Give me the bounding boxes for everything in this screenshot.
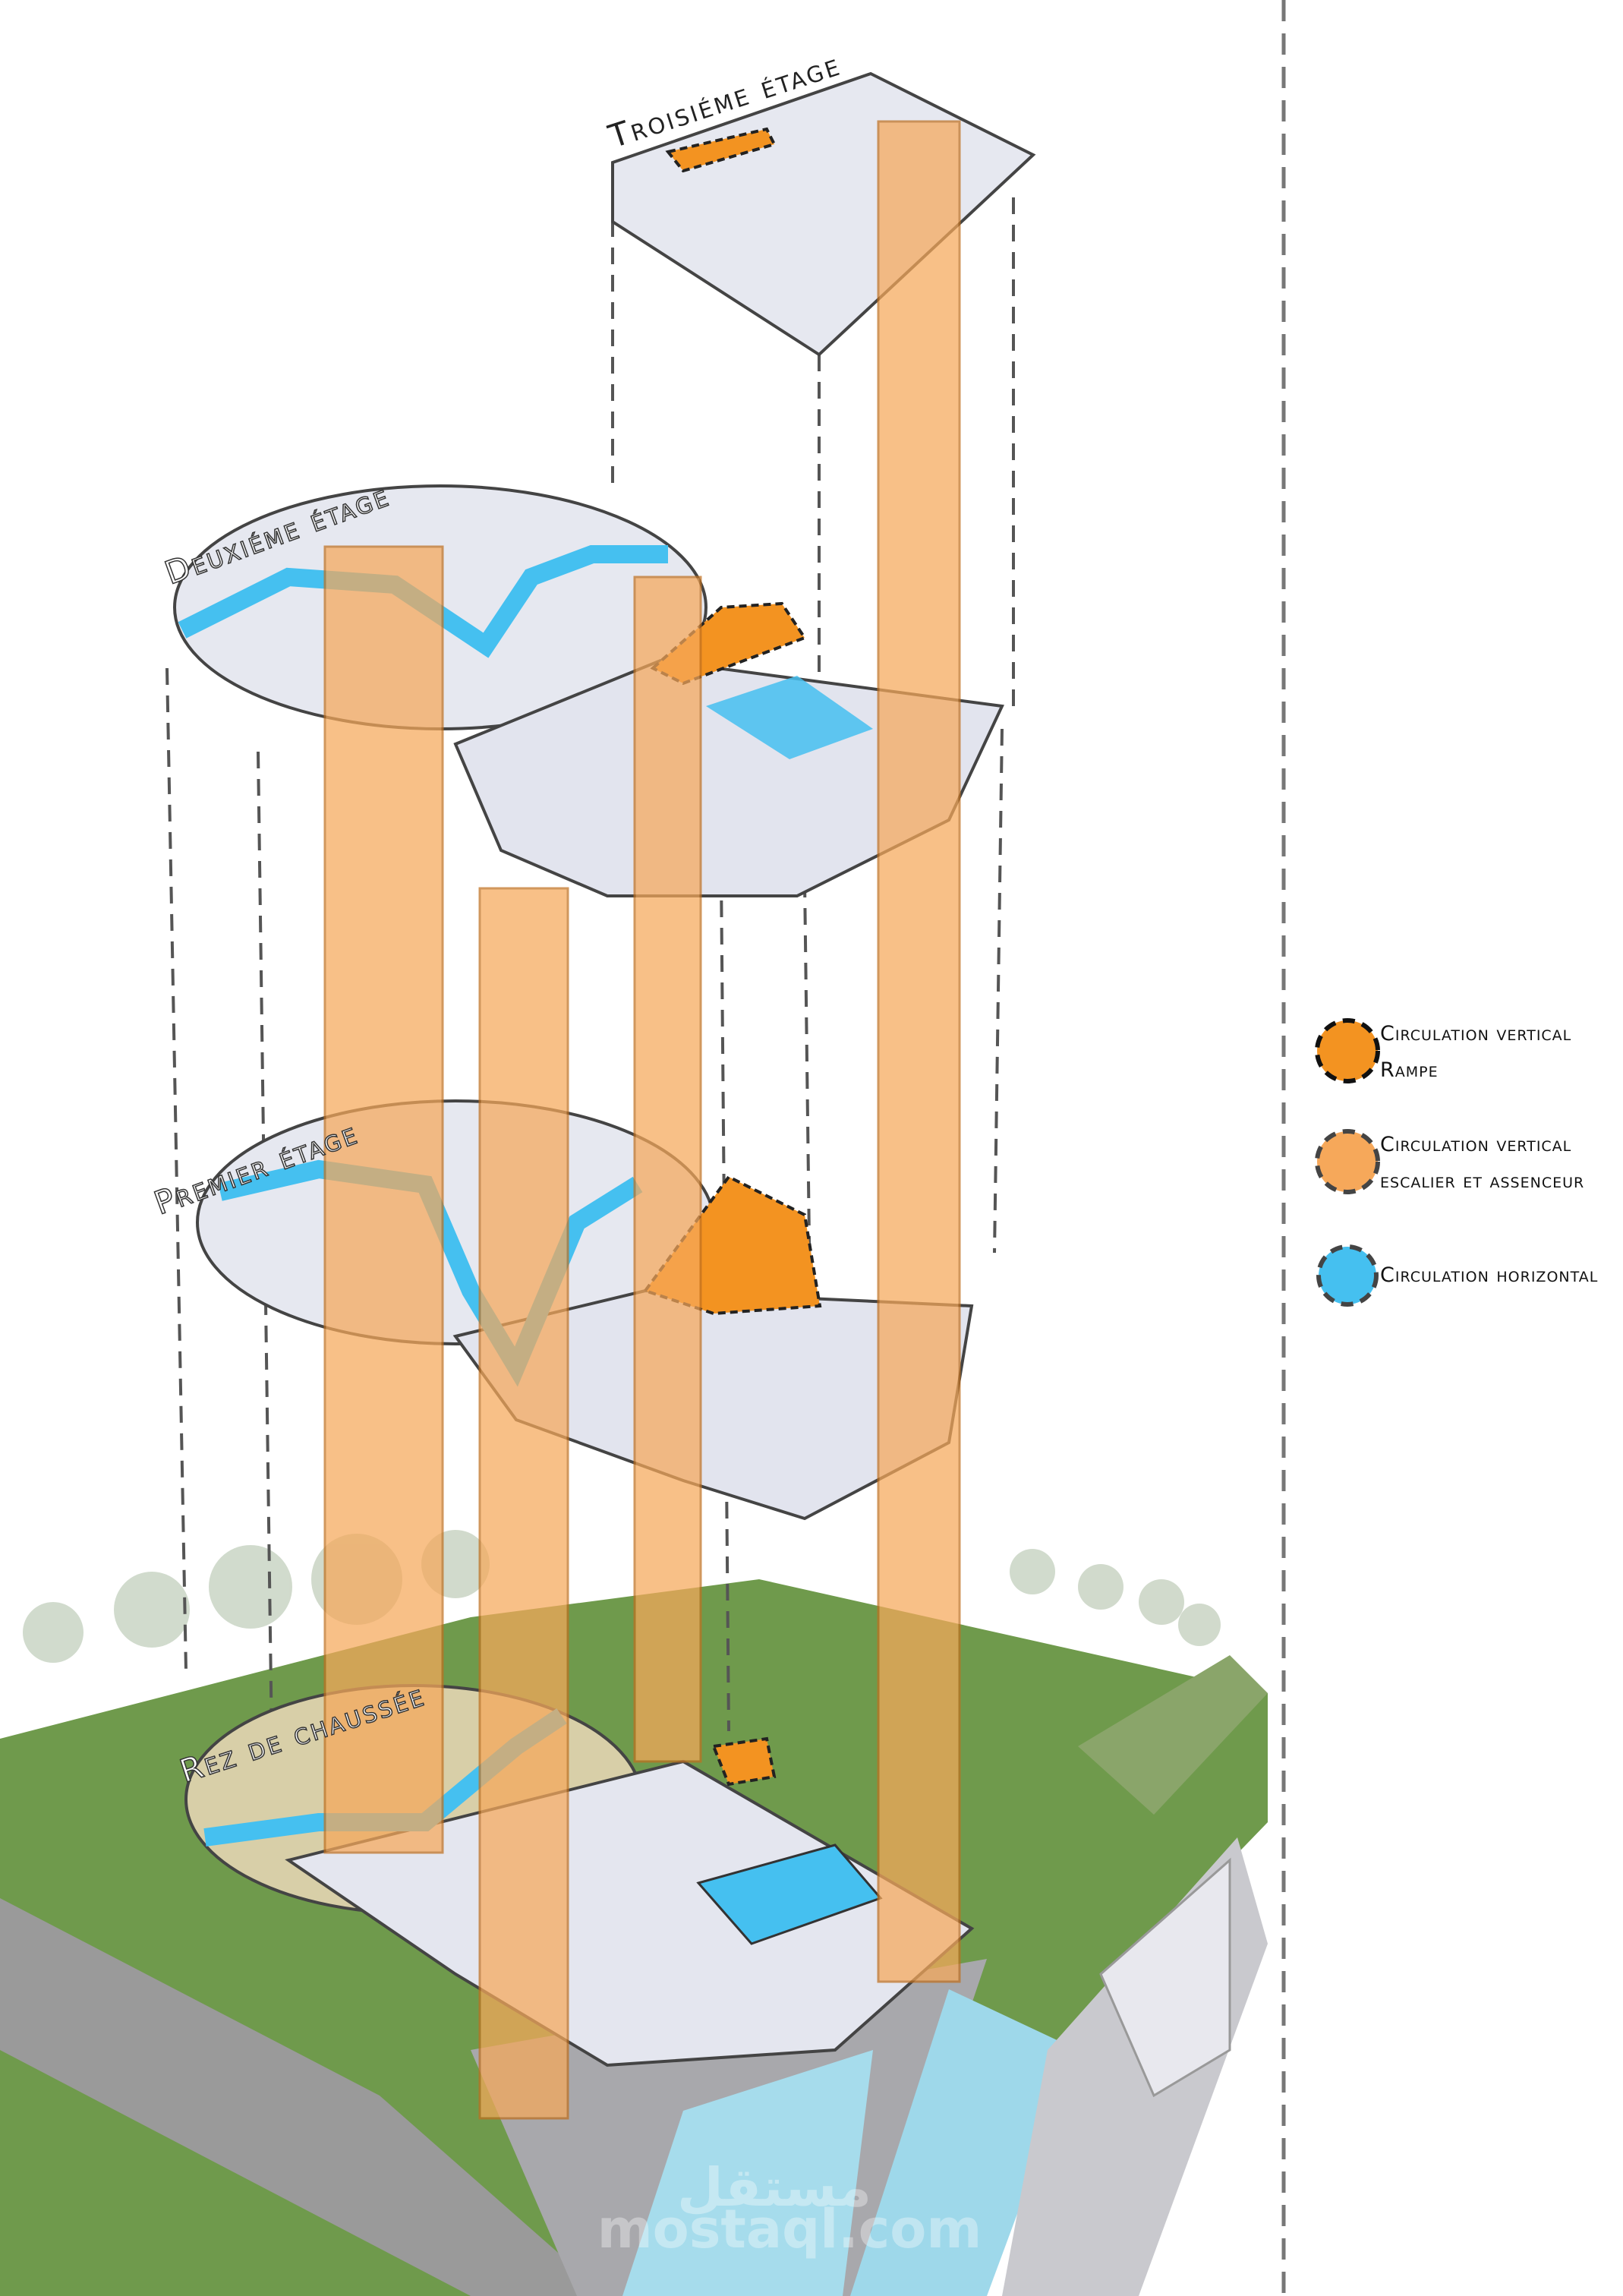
- legend-text: Rampe: [1380, 1058, 1439, 1082]
- stair-column-1: [323, 545, 444, 1854]
- stair-column-3: [633, 576, 702, 1763]
- legend-item-stair-elevator: Circulation vertical escalier et assence…: [1380, 1127, 1584, 1200]
- vertical-circulation-columns: [323, 120, 961, 2120]
- legend-stair-swatch: [1315, 1129, 1380, 1194]
- stair-column-4: [877, 120, 961, 1983]
- stair-column-2: [478, 887, 569, 2120]
- legend-text: Circulation vertical: [1380, 1022, 1572, 1046]
- watermark-latin: mostaql.com: [597, 2198, 982, 2260]
- watermark-arabic: مستقل: [677, 2156, 871, 2219]
- legend-text: Circulation horizontal: [1380, 1263, 1599, 1287]
- legend-text: Circulation vertical: [1380, 1133, 1572, 1156]
- legend-item-ramp: Circulation vertical Rampe: [1380, 1016, 1571, 1089]
- legend-item-horizontal: Circulation horizontal: [1380, 1257, 1598, 1294]
- legend-horizontal-swatch: [1316, 1244, 1379, 1307]
- legend-text: escalier et assenceur: [1380, 1169, 1585, 1193]
- legend-ramp-swatch: [1315, 1018, 1380, 1083]
